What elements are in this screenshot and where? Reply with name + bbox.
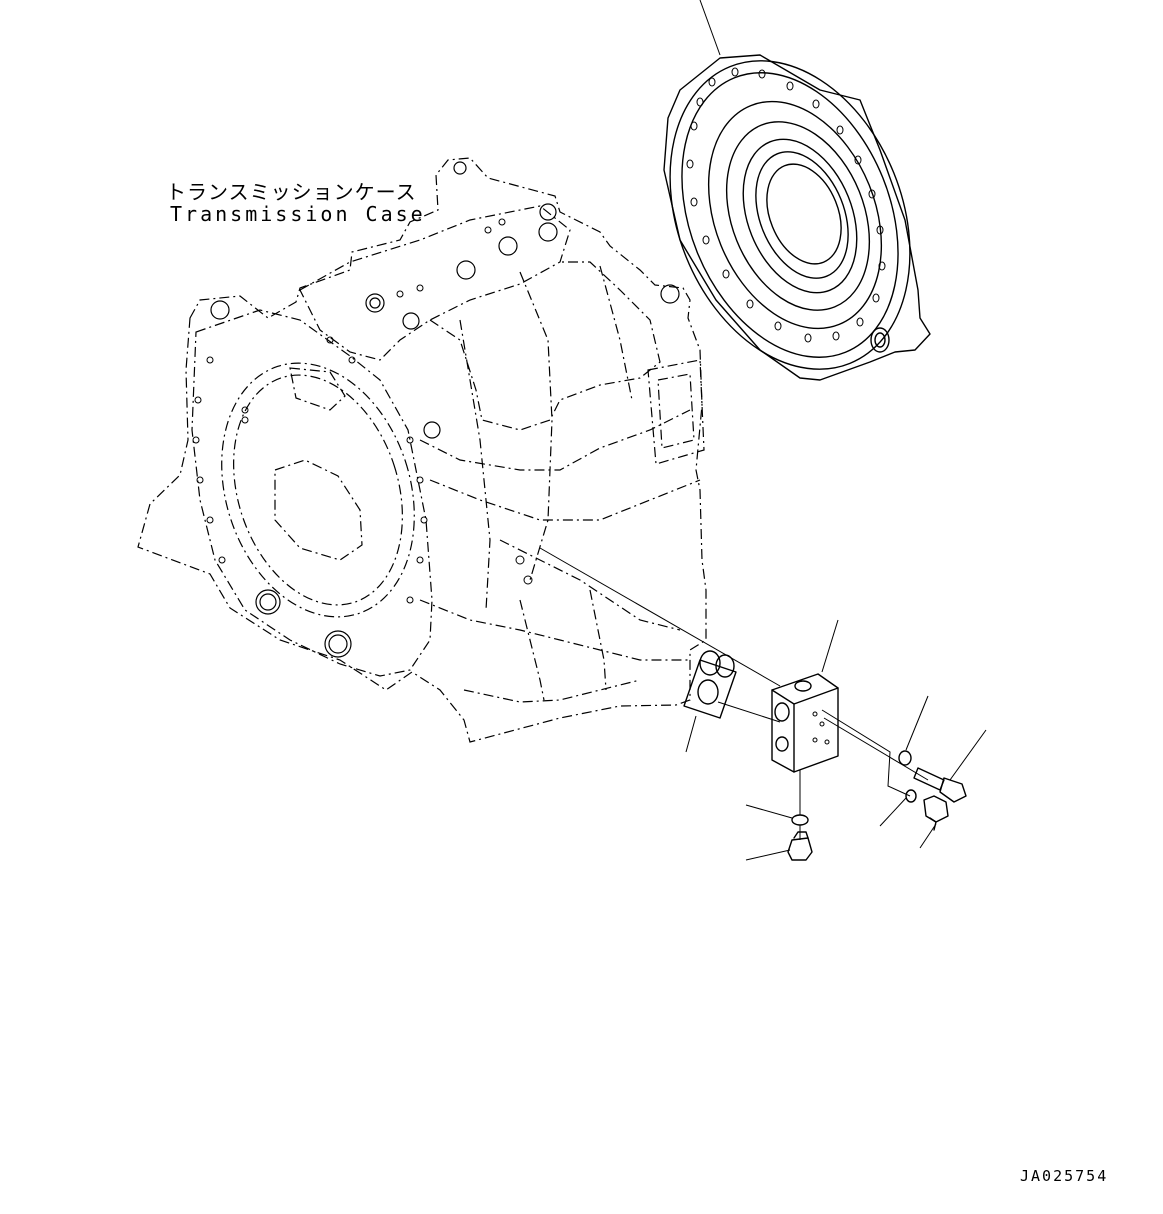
valve-block-assembly [539, 547, 987, 861]
o-ring-bottom [791, 814, 809, 826]
washer [898, 750, 912, 766]
bolt-hole-ring [686, 67, 886, 343]
gasket [683, 659, 737, 719]
plug-bottom [745, 831, 813, 861]
case-label-japanese: トランスミッションケース [166, 180, 417, 204]
plug-right [919, 795, 949, 849]
o-ring-right [905, 789, 917, 803]
case-label-english: Transmission Case [170, 202, 426, 226]
drawing-code: JA025754 [1020, 1167, 1109, 1185]
bolt [913, 729, 987, 803]
transmission-case [137, 157, 707, 743]
valve-block [771, 673, 839, 773]
drive-cover-plate [663, 0, 931, 381]
